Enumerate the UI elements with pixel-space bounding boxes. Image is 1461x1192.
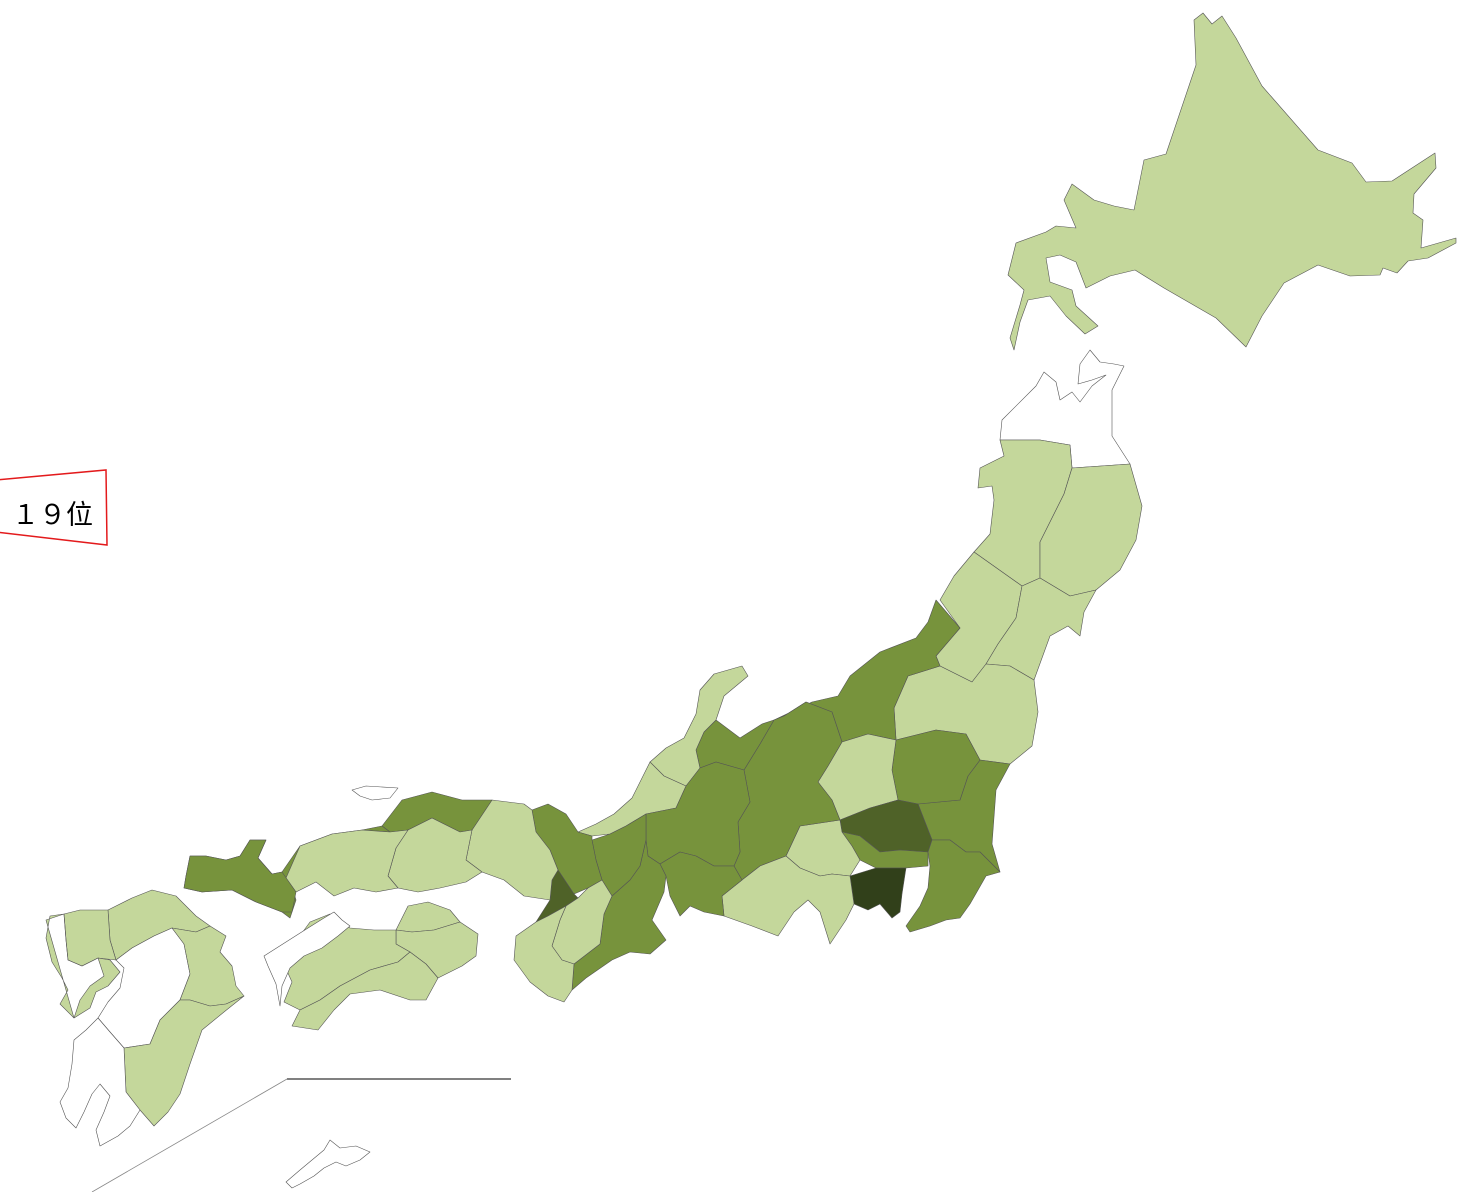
pref-saga[interactable]	[63, 909, 117, 967]
pref-miyagi[interactable]	[985, 577, 1097, 681]
pref-yamaguchi[interactable]	[183, 839, 297, 913]
pref-hokkaido[interactable]	[1007, 12, 1457, 351]
pref-shizuoka[interactable]	[721, 855, 855, 945]
pref-kanagawa[interactable]	[849, 867, 907, 919]
rank-label: １９位	[12, 500, 93, 531]
pref-chiba[interactable]	[905, 839, 1001, 933]
rank-callout-border	[0, 469, 108, 546]
pref-wakayama[interactable]	[513, 905, 575, 1003]
pref-kochi[interactable]	[291, 951, 439, 1031]
inset-diagonal-line	[91, 1078, 288, 1192]
pref-aichi[interactable]	[659, 851, 743, 917]
pref-oki-islands	[351, 785, 399, 801]
pref-kagoshima[interactable]	[59, 1017, 141, 1147]
pref-hiroshima[interactable]	[285, 829, 409, 897]
rank-callout: １９位	[0, 469, 108, 546]
pref-okinawa[interactable]	[285, 1139, 371, 1189]
pref-nagasaki[interactable]	[45, 913, 121, 1019]
pref-awaji-island	[263, 911, 351, 1007]
